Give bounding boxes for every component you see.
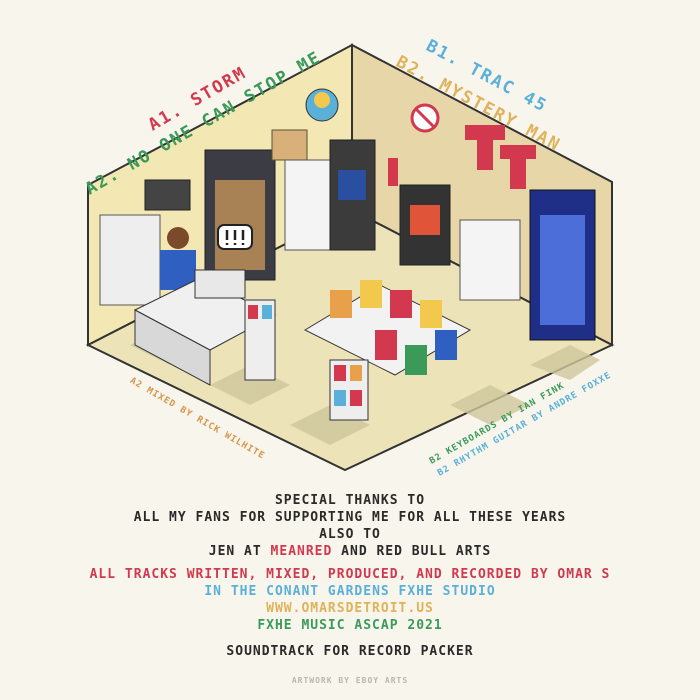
jen-post: AND RED BULL ARTS xyxy=(332,544,492,559)
thanks-also: ALSO TO xyxy=(319,527,381,542)
card xyxy=(350,390,362,406)
arcade-right-screen xyxy=(410,205,440,235)
box xyxy=(271,129,308,161)
thanks-jen: JEN AT MEANRED AND RED BULL ARTS xyxy=(0,543,700,560)
studio: IN THE CONANT GARDENS FXHE STUDIO xyxy=(204,584,496,599)
website: WWW.OMARSDETROIT.US xyxy=(266,601,434,616)
boombox xyxy=(144,179,191,211)
card xyxy=(334,390,346,406)
chip-bag xyxy=(405,345,427,375)
thanks-fans: ALL MY FANS FOR SUPPORTING ME FOR ALL TH… xyxy=(133,510,567,525)
soundtrack: SOUNDTRACK FOR RECORD PACKER xyxy=(226,644,474,659)
thanks-heading: SPECIAL THANKS TO xyxy=(274,493,426,508)
publisher: FXHE MUSIC ASCAP 2021 xyxy=(257,618,443,633)
chip-bag xyxy=(330,290,352,318)
credits-block: SPECIAL THANKS TO ALL MY FANS FOR SUPPOR… xyxy=(0,492,700,689)
shop-sign-emblem xyxy=(314,92,330,108)
shelf-left xyxy=(99,214,161,306)
cash-register xyxy=(194,269,246,299)
chip-bag xyxy=(375,330,397,360)
arcade-screen xyxy=(338,170,366,200)
chip-bags xyxy=(330,280,457,375)
card xyxy=(334,365,346,381)
chip-bag xyxy=(390,290,412,318)
chip-bag xyxy=(420,300,442,328)
counter-front xyxy=(134,309,211,386)
card xyxy=(262,305,272,319)
chip-bag xyxy=(435,330,457,360)
chip-bag xyxy=(360,280,382,308)
written-by: ALL TRACKS WRITTEN, MIXED, PRODUCED, AND… xyxy=(89,567,611,582)
tshirts xyxy=(465,125,536,189)
fire-extinguisher xyxy=(388,158,398,186)
card xyxy=(350,365,362,381)
jen-pre: JEN AT xyxy=(208,544,271,559)
exclamation-marks-icon xyxy=(225,230,245,245)
clerk-head xyxy=(167,227,189,249)
card xyxy=(248,305,258,319)
no-entry-sign-slash xyxy=(414,107,436,129)
drinks-fridge-glass xyxy=(540,215,585,325)
artwork-credit: ARTWORK BY EBOY ARTS xyxy=(291,676,409,685)
shelf-right xyxy=(459,219,521,301)
meanred: MEANRED xyxy=(270,544,333,559)
